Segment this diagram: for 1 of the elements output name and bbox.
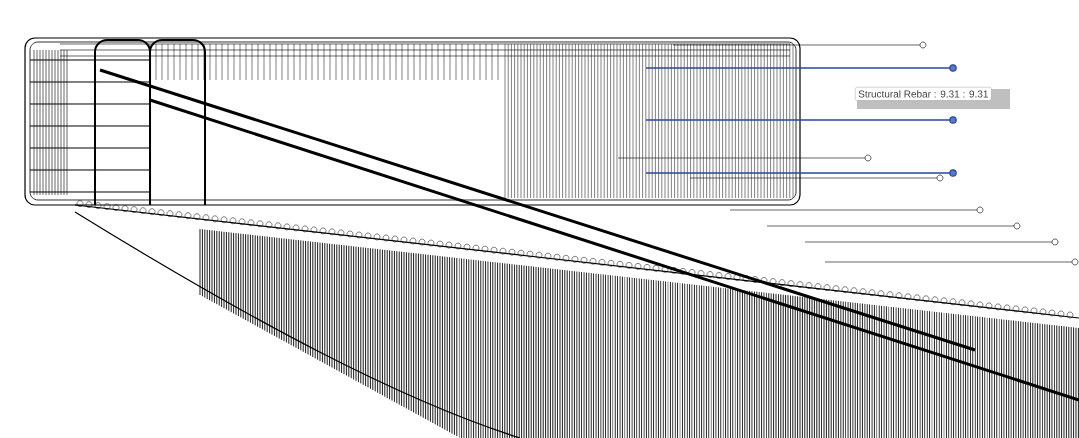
tooltip: Structural Rebar : 9.31 : 9.31 bbox=[855, 87, 1010, 109]
